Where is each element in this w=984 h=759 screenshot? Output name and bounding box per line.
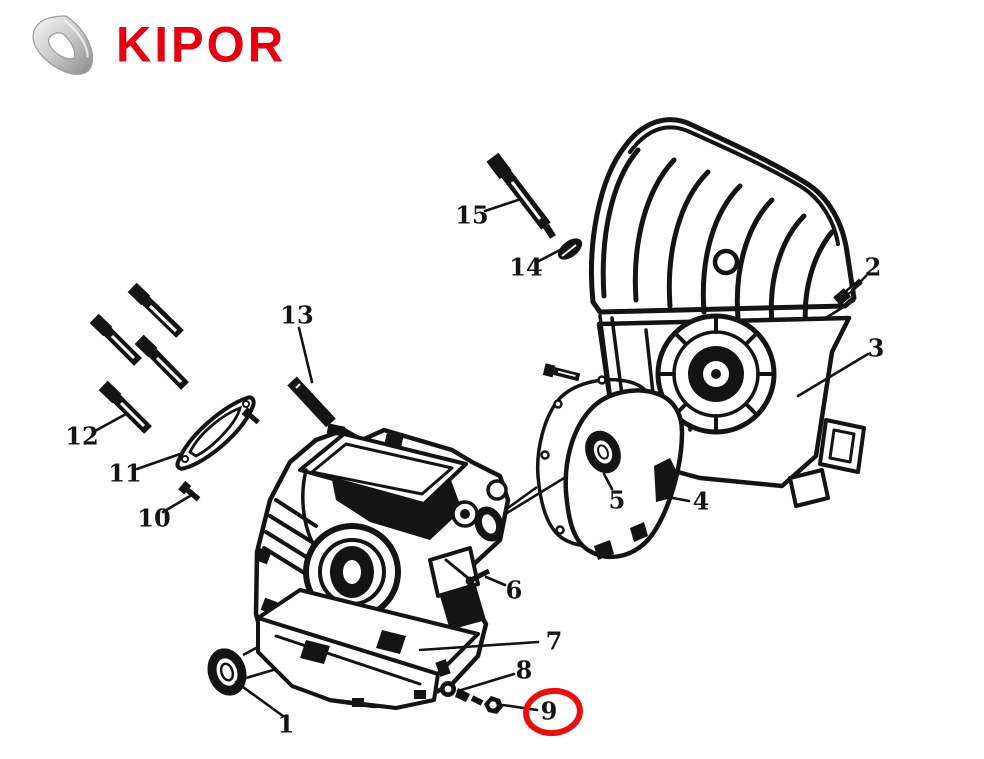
bolt	[127, 282, 184, 338]
part-label-15: 15	[455, 201, 488, 230]
part-6-bolt	[465, 568, 491, 586]
part-14-clip	[557, 238, 583, 260]
locating-pin	[241, 407, 260, 425]
part-12-bolts	[89, 282, 189, 434]
part-label-7: 7	[546, 627, 563, 656]
part-label-1: 1	[278, 710, 295, 739]
bolt	[134, 334, 189, 390]
brand-header: KIPOR	[26, 12, 286, 78]
part-label-14: 14	[509, 253, 542, 282]
part-label-2: 2	[865, 253, 882, 282]
bolt	[98, 380, 152, 434]
part-10-pin-bolt	[178, 480, 201, 502]
part-label-13: 13	[280, 301, 313, 330]
part-label-5: 5	[609, 486, 626, 515]
part-label-4: 4	[693, 487, 710, 516]
bolt	[89, 313, 142, 366]
part-11-gasket	[175, 395, 260, 471]
part-label-10: 10	[137, 504, 170, 533]
part-7-crankcase	[253, 423, 511, 710]
part-label-11: 11	[108, 459, 141, 488]
brand-wordmark: KIPOR	[116, 16, 287, 73]
small-oil-seal	[474, 506, 504, 542]
part-label-9: 9	[541, 697, 558, 726]
part-label-8: 8	[516, 656, 533, 685]
leader-lines	[93, 198, 870, 718]
part-label-3: 3	[868, 334, 885, 363]
part-label-12: 12	[65, 422, 98, 451]
part-9-drain-plug	[470, 695, 503, 714]
small-stud	[542, 363, 581, 382]
highlight-ellipse	[523, 687, 583, 737]
part-13-stud	[287, 376, 336, 428]
part-label-6: 6	[506, 576, 523, 605]
part-1-oil-seal	[207, 648, 247, 696]
part-labels: 1 2 3 4 5 6 7 8 9 10 11 12 13 14 15	[65, 201, 884, 739]
part-5-oil-seal	[585, 430, 621, 474]
part-8-washer	[440, 681, 470, 702]
part-15-bolt	[486, 152, 556, 239]
kipor-rotor-emblem-icon	[32, 15, 94, 75]
